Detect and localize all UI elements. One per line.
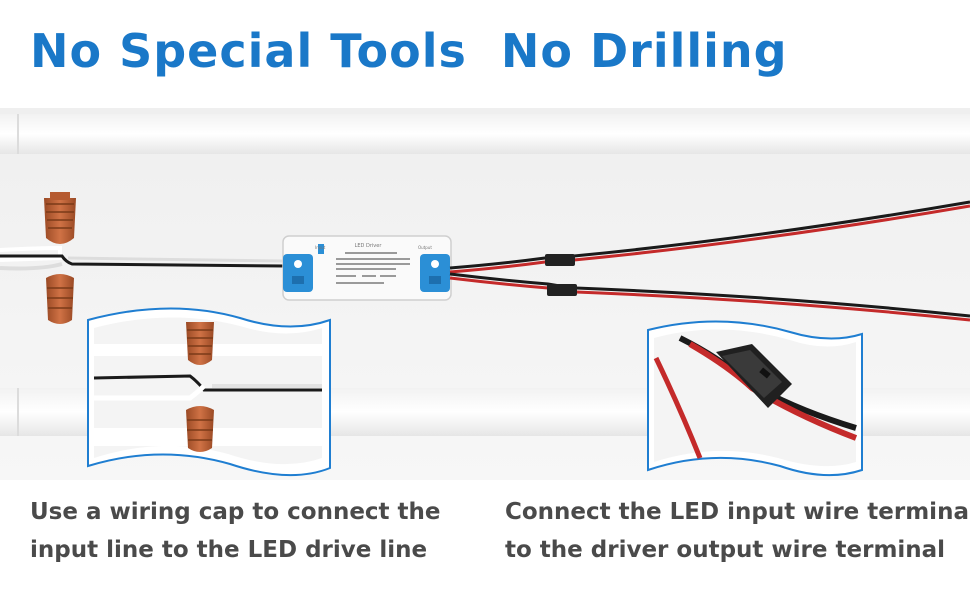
output-wires — [449, 200, 970, 322]
caption-right-line-1: Connect the LED input wire terminal — [505, 499, 970, 525]
led-driver-icon — [282, 235, 452, 301]
wire-cap-icon — [44, 192, 76, 244]
connector-icon — [716, 344, 792, 408]
input-wires — [0, 245, 286, 271]
wire-cap-icon — [46, 274, 74, 324]
wire-cap-icon — [186, 406, 214, 452]
connector-icon — [545, 254, 577, 296]
inset-wire-cap-closeup — [87, 307, 331, 477]
caption-left-line-2: input line to the LED drive line — [30, 537, 428, 563]
driver-output-label: Output — [418, 245, 432, 250]
inset-connector-closeup — [647, 320, 863, 477]
caption-right-line-2: to the driver output wire terminal — [505, 537, 946, 563]
driver-title: LED Driver — [355, 243, 383, 249]
caption-connector: Connect the LED input wire terminal to t… — [505, 493, 970, 569]
driver-input-label: Input — [315, 245, 326, 250]
wiring-scene: LED Driver Input Output — [0, 108, 970, 480]
caption-left-line-1: Use a wiring cap to connect the — [30, 499, 441, 525]
page-headline: No Special Tools No Drilling — [30, 24, 788, 78]
caption-wire-cap: Use a wiring cap to connect the input li… — [30, 493, 441, 569]
wire-cap-icon — [186, 322, 214, 365]
led-tube-top — [0, 114, 970, 154]
